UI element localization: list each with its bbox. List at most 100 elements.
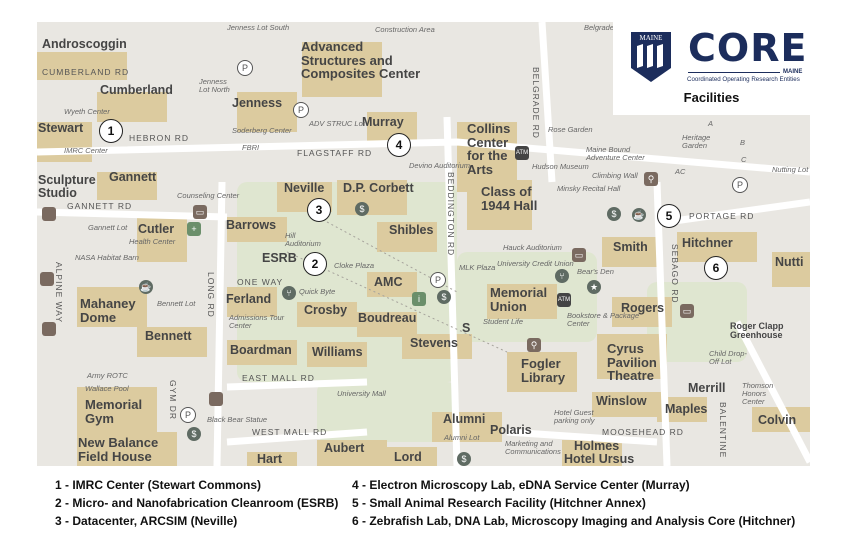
road-label: FLAGSTAFF RD bbox=[297, 148, 373, 158]
parking-icon: P bbox=[293, 102, 309, 118]
facility-marker-1[interactable]: 1 bbox=[99, 119, 123, 143]
road-label: PORTAGE RD bbox=[689, 211, 755, 221]
facility-marker-4[interactable]: 4 bbox=[387, 133, 411, 157]
university-of-maine-shield-logo: MAINE bbox=[631, 32, 671, 82]
building-label: Shibles bbox=[389, 223, 434, 237]
place-label: Admissions Tour Center bbox=[229, 313, 285, 330]
place-label: Hotel Guest parking only bbox=[554, 408, 595, 425]
facility-marker-2[interactable]: 2 bbox=[303, 252, 327, 276]
place-label: Child Drop-Off Lot bbox=[709, 349, 747, 366]
place-label: Student Life bbox=[483, 317, 524, 326]
food-icon: ⑂ bbox=[282, 286, 296, 300]
building-label: Colvin bbox=[758, 413, 797, 427]
place-label: Hill Auditorium bbox=[285, 231, 321, 248]
core-logo-maine: MAINE bbox=[783, 69, 803, 75]
road-label: GYM DR bbox=[168, 380, 178, 420]
road-label: GANNETT RD bbox=[67, 201, 133, 211]
road-label: SEBAGO RD bbox=[670, 244, 680, 304]
building-label: Aubert bbox=[324, 441, 365, 455]
legend-item: 1 - IMRC Center (Stewart Commons) bbox=[55, 478, 262, 492]
parking-icon: P bbox=[237, 60, 253, 76]
building-label: Class of 1944 Hall bbox=[481, 184, 538, 213]
place-label: Hauck Auditorium bbox=[503, 243, 562, 252]
building-label: Collins Center for the Arts bbox=[467, 121, 511, 177]
building-label: Boudreau bbox=[358, 311, 417, 325]
building-label: D.P. Corbett bbox=[343, 181, 414, 195]
building-label: Smith bbox=[613, 240, 648, 254]
place-label: Nutting Lot bbox=[772, 165, 809, 174]
place-label: Climbing Wall bbox=[592, 171, 638, 180]
building-label: Jenness bbox=[232, 96, 283, 110]
place-label: Maine Bound Adventure Center bbox=[586, 145, 645, 162]
building-label: Cyrus Pavilion Theatre bbox=[607, 341, 657, 384]
restroom-icon bbox=[40, 272, 54, 286]
building-label: Fogler Library bbox=[521, 356, 566, 385]
building-label: New Balance Field House bbox=[78, 435, 159, 464]
building-label: Polaris bbox=[490, 423, 532, 437]
road-label: LONG RD bbox=[206, 272, 216, 318]
place-label: Bear's Den bbox=[577, 267, 614, 276]
road-label: ONE WAY bbox=[237, 277, 284, 287]
place-label: Jenness Lot North bbox=[199, 77, 230, 94]
place-label: ADV STRUC Lot bbox=[309, 119, 365, 128]
building-label: Murray bbox=[362, 115, 404, 129]
building-label: ESRB bbox=[262, 251, 297, 265]
building-label: Mahaney Dome bbox=[80, 296, 136, 325]
place-label: Alumni Lot bbox=[444, 433, 480, 442]
road-label: CUMBERLAND RD bbox=[42, 67, 130, 77]
accessible-icon: $ bbox=[607, 207, 621, 221]
logo-maine-text: MAINE bbox=[640, 34, 663, 42]
place-label: Construction Area bbox=[375, 25, 435, 34]
food-icon: ⑂ bbox=[555, 269, 569, 283]
legend-item: 3 - Datacenter, ARCSIM (Neville) bbox=[55, 514, 238, 528]
place-label: AC bbox=[675, 167, 686, 176]
place-label: University Mall bbox=[337, 389, 386, 398]
building-label: Ferland bbox=[226, 292, 272, 306]
bike-icon: ⚲ bbox=[644, 172, 658, 186]
building-label: Hitchner bbox=[682, 236, 733, 250]
dining-icon: ☕ bbox=[139, 280, 153, 294]
place-label: NASA Habitat Barn bbox=[75, 253, 139, 262]
road-label: MOOSEHEAD RD bbox=[602, 427, 684, 437]
info-icon: i bbox=[412, 292, 426, 306]
place-label: Bennett Lot bbox=[157, 299, 196, 308]
place-label: University Credit Union bbox=[497, 259, 574, 268]
building-label: Rogers bbox=[621, 301, 665, 315]
place-label: Rose Garden bbox=[548, 125, 593, 134]
place-label: Wyeth Center bbox=[64, 107, 110, 116]
place-label: Bookstore & Package Center bbox=[567, 311, 640, 328]
starbucks-icon: ★ bbox=[587, 280, 601, 294]
facility-marker-6[interactable]: 6 bbox=[704, 256, 728, 280]
accessible-icon: $ bbox=[437, 290, 451, 304]
building-label: AMC bbox=[374, 275, 403, 289]
building-label: Cumberland bbox=[100, 83, 173, 97]
building-label: Bennett bbox=[145, 329, 192, 343]
bus-icon: ▭ bbox=[572, 248, 586, 262]
building-label: Holmes bbox=[574, 439, 620, 453]
place-label: A bbox=[708, 119, 714, 128]
building-label: S bbox=[462, 321, 471, 335]
building-label: Winslow bbox=[596, 394, 647, 408]
restroom-icon bbox=[42, 322, 56, 336]
accessible-icon: $ bbox=[355, 202, 369, 216]
building-label: Sculpture Studio bbox=[38, 173, 96, 201]
building-label: Gannett bbox=[109, 170, 157, 184]
place-label: B bbox=[740, 138, 746, 147]
legend-item: 4 - Electron Microscopy Lab, eDNA Servic… bbox=[352, 478, 690, 492]
building-label: Cutler bbox=[138, 222, 175, 236]
bus-icon: ▭ bbox=[680, 304, 694, 318]
core-logo-subtitle: Coordinated Operating Research Entities bbox=[687, 76, 800, 83]
road-label: BALENTINE bbox=[718, 402, 728, 459]
building-label: Stevens bbox=[410, 336, 458, 350]
restroom-icon bbox=[42, 207, 56, 221]
place-label: Black Bear Statue bbox=[207, 415, 268, 424]
logo-divider bbox=[688, 72, 780, 73]
legend-column-left: 1 - IMRC Center (Stewart Commons) 2 - Mi… bbox=[55, 478, 338, 532]
building-label: Williams bbox=[312, 345, 363, 359]
building-label: Barrows bbox=[226, 218, 277, 232]
place-label: Marketing and Communications bbox=[505, 439, 561, 456]
place-label: Hudson Museum bbox=[532, 162, 589, 171]
facility-marker-3[interactable]: 3 bbox=[307, 198, 331, 222]
facility-marker-5[interactable]: 5 bbox=[657, 204, 681, 228]
place-label: Devino Auditorium bbox=[409, 161, 470, 170]
